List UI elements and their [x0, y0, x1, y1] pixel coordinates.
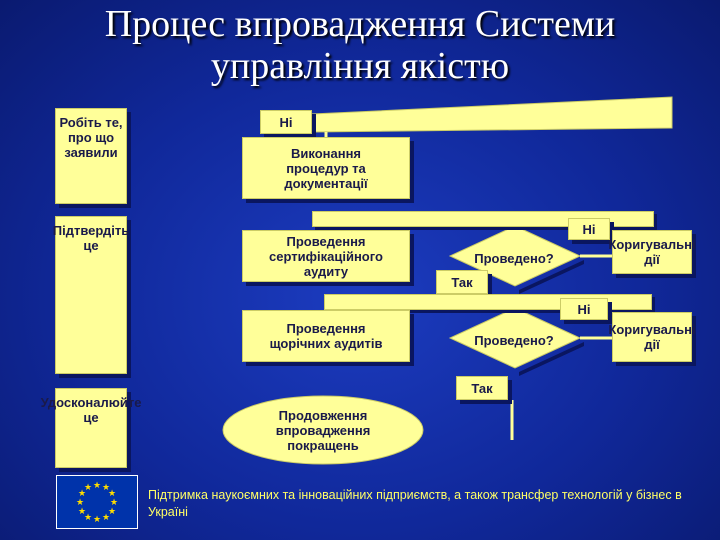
certification-audit-box: Проведення сертифікаційного аудиту — [242, 230, 410, 282]
no-label-3: Ні — [560, 298, 608, 320]
svg-text:★: ★ — [76, 498, 84, 508]
eu-flag-icon: ★ ★ ★ ★ ★ ★ ★ ★ ★ ★ ★ ★ — [56, 475, 138, 529]
no-label-2: Ні — [568, 218, 610, 240]
decision-label-1: Проведено? — [474, 250, 554, 266]
no-label-1: Ні — [260, 110, 312, 134]
footer-caption: Підтримка наукоємних та інноваційних під… — [148, 488, 682, 519]
verify-box: Удосконалюйте це — [41, 388, 141, 468]
procedures-box: Виконання процедур та документації — [242, 137, 410, 199]
yes-label-1: Так — [436, 270, 488, 294]
svg-text:★: ★ — [78, 489, 86, 499]
slide-title-line2: управління якістю — [210, 45, 510, 87]
correction-box-2: Коригувальні дії — [608, 312, 696, 362]
svg-text:★: ★ — [84, 483, 92, 493]
do-box: Робіть те, про що заявили — [55, 108, 127, 204]
svg-text:★: ★ — [110, 498, 118, 508]
improve-oval — [222, 395, 424, 465]
top-wedge-bar — [311, 96, 673, 133]
annual-audits-box: Проведення щорічних аудитів — [242, 310, 410, 362]
svg-text:★: ★ — [84, 513, 92, 523]
slide-title-line1: Процес впровадження Системи — [104, 3, 616, 45]
svg-text:★: ★ — [102, 483, 110, 493]
svg-text:★: ★ — [78, 507, 86, 517]
confirm-box: Підтвердіть це — [53, 216, 129, 374]
improve-label: Продовження впровадження покращень — [275, 407, 371, 453]
svg-text:★: ★ — [93, 515, 101, 525]
svg-text:★: ★ — [108, 489, 116, 499]
yes-label-2: Так — [456, 376, 508, 400]
svg-text:★: ★ — [102, 513, 110, 523]
correction-box-1: Коригувальні дії — [608, 230, 696, 274]
svg-text:★: ★ — [108, 507, 116, 517]
svg-text:★: ★ — [93, 481, 101, 491]
decision-label-2: Проведено? — [474, 332, 554, 348]
decision-diamond-2 — [448, 307, 582, 369]
